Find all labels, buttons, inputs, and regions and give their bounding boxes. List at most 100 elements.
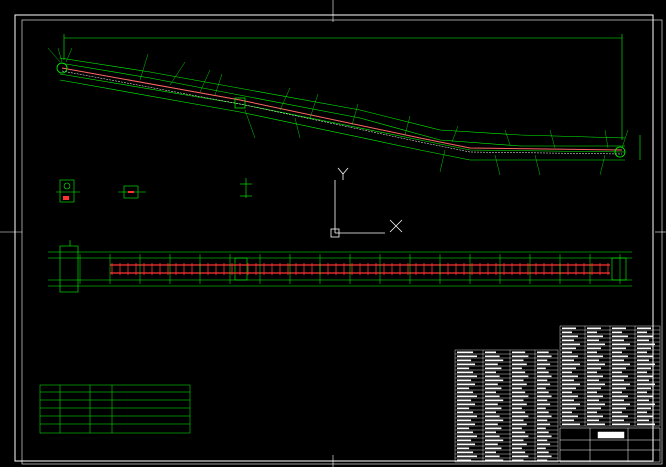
- parts-table-text: [562, 331, 572, 334]
- section-detail-c: [240, 178, 252, 198]
- parts-table-text: [612, 383, 630, 386]
- parts-table-text: [485, 427, 502, 430]
- parts-table-text: [562, 415, 578, 418]
- parts-table-text: [637, 335, 653, 338]
- parts-table-text: [512, 451, 526, 454]
- parts-table-text: [562, 355, 578, 358]
- parts-table-text: [485, 415, 500, 418]
- parts-table-text: [512, 427, 522, 430]
- parts-table-text: [485, 371, 496, 374]
- parts-table-text: [637, 395, 653, 398]
- parts-table-text: [485, 455, 500, 458]
- parts-table-text: [537, 391, 549, 394]
- parts-table-text: [485, 439, 504, 442]
- parts-table-text: [485, 431, 496, 434]
- parts-table-text: [485, 435, 500, 438]
- parts-table-text: [562, 423, 580, 426]
- parts-table-text: [485, 443, 498, 446]
- parts-table-text: [485, 355, 500, 358]
- section-detail-a: [56, 179, 80, 203]
- parts-table-text: [485, 399, 504, 402]
- parts-table-text: [457, 411, 474, 414]
- parts-table-text: [512, 367, 522, 370]
- parts-table-text: [612, 375, 628, 378]
- parts-table-text: [637, 387, 651, 390]
- parts-table-text: [637, 391, 647, 394]
- parts-table-text: [537, 459, 548, 462]
- parts-table-text: [537, 403, 551, 406]
- parts-table-text: [485, 367, 502, 370]
- parts-table-text: [562, 363, 580, 366]
- parts-table-text: [537, 375, 552, 378]
- parts-table-text: [587, 359, 599, 362]
- parts-table-text: [587, 419, 599, 422]
- parts-table-text: [457, 423, 476, 426]
- parts-table-text: [587, 331, 597, 334]
- parts-table-text: [457, 451, 474, 454]
- parts-table-text: [587, 339, 599, 342]
- parts-table-text: [512, 443, 527, 446]
- parts-table-text: [457, 379, 472, 382]
- parts-table-text: [512, 415, 529, 418]
- parts-table-text: [457, 359, 472, 362]
- parts-table-text: [562, 367, 576, 370]
- parts-table-text: [457, 367, 470, 370]
- drive-unit: [234, 97, 246, 109]
- parts-table-text: [457, 455, 478, 458]
- parts-table-text: [587, 391, 597, 394]
- parts-table-text: [485, 403, 498, 406]
- parts-table-text: [512, 391, 526, 394]
- parts-table-text: [612, 335, 628, 338]
- parts-table-text: [485, 351, 496, 354]
- parts-table-text: [637, 327, 651, 330]
- parts-table-text: [512, 395, 529, 398]
- parts-table-text: [612, 359, 624, 362]
- tail-pulley: [614, 146, 626, 158]
- parts-table-text: [485, 451, 496, 454]
- parts-table-text: [457, 415, 478, 418]
- inner-frame: [21, 19, 663, 465]
- parts-table-text: [637, 407, 651, 410]
- parts-table-text: [637, 363, 655, 366]
- parts-table-text: [637, 399, 649, 402]
- parts-table-text: [537, 371, 549, 374]
- parts-table-text: [457, 387, 470, 390]
- parts-table-text: [612, 363, 630, 366]
- head-pulley: [56, 62, 68, 74]
- parts-table-text: [457, 439, 472, 442]
- parts-table-text: [457, 435, 478, 438]
- parts-table-text: [457, 395, 478, 398]
- parts-table-text: [512, 399, 524, 402]
- section-detail-a-red: [63, 196, 69, 200]
- parts-table-text: [512, 371, 526, 374]
- parts-table-text: [612, 355, 628, 358]
- parts-table-text: [562, 371, 572, 374]
- parts-table-text: [512, 359, 524, 362]
- plan-view: [48, 240, 632, 293]
- parts-table-text: [537, 431, 549, 434]
- parts-table-text: [512, 379, 524, 382]
- parts-table-text: [562, 391, 572, 394]
- parts-table-text: [587, 363, 605, 366]
- parts-table-text: [485, 423, 498, 426]
- parts-table-text: [637, 383, 655, 386]
- parts-table-text: [457, 391, 474, 394]
- parts-table-text: [562, 395, 578, 398]
- parts-table-text: [612, 367, 626, 370]
- parts-table-text: [612, 379, 624, 382]
- parts-table-text: [587, 403, 605, 406]
- parts-table-text: [637, 331, 647, 334]
- parts-table-text: [537, 359, 548, 362]
- parts-table-text: [485, 459, 504, 462]
- callout-leaders: [47, 47, 629, 176]
- parts-table-text: [587, 395, 603, 398]
- parts-table-text: [562, 419, 574, 422]
- parts-table-text: [457, 355, 478, 358]
- parts-table-text: [587, 423, 605, 426]
- parts-table-text: [587, 371, 597, 374]
- parts-table-text: [457, 351, 474, 354]
- parts-table-text: [457, 375, 478, 378]
- parts-table-text: [485, 391, 496, 394]
- parts-table-text: [612, 387, 626, 390]
